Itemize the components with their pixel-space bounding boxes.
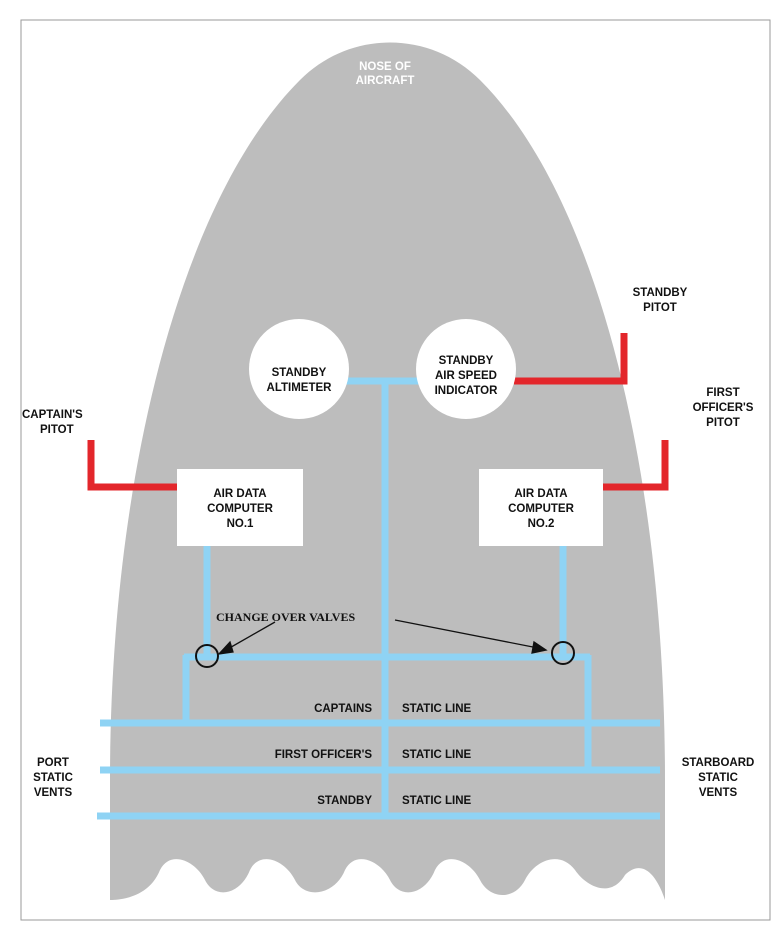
captain-pitot-label-2: PITOT (40, 424, 74, 436)
first-officer-static-label-2: STATIC LINE (402, 749, 472, 761)
starboard-vents-label-1: STARBOARD (682, 757, 755, 769)
captain-pitot-label-1: CAPTAIN'S (22, 409, 83, 421)
captain-pitot-line (87, 440, 177, 491)
changeover-valves-label: CHANGE OVER VALVES (216, 610, 355, 624)
nose-label-2: AIRCRAFT (356, 75, 415, 87)
captains-static-label-2: STATIC LINE (402, 703, 472, 715)
standby-static-label-1: STANDBY (317, 795, 372, 807)
nose-label-1: NOSE OF (359, 61, 411, 73)
valve-arrows (217, 619, 548, 655)
adc1-box[interactable] (177, 469, 303, 546)
standby-pitot-line (514, 333, 628, 385)
valve-arrowhead-right (531, 640, 548, 654)
standby-altimeter-dial[interactable] (249, 319, 349, 419)
standby-asi-label-2: AIR SPEED (435, 370, 497, 382)
first-officer-pitot-line (603, 440, 669, 491)
standby-asi-label-3: INDICATOR (435, 385, 499, 397)
port-vents-label-1: PORT (37, 757, 69, 769)
first-officer-pitot-label-3: PITOT (706, 417, 740, 429)
pitot-lines (87, 333, 669, 491)
standby-pitot-label-2: PITOT (643, 302, 677, 314)
first-officer-pitot-label-2: OFFICER'S (693, 402, 754, 414)
first-officer-pitot-label-1: FIRST (706, 387, 739, 399)
valve-arrow-right (394, 619, 539, 649)
changeover-valve-1[interactable] (195, 644, 219, 668)
standby-pitot-label-1: STANDBY (633, 287, 688, 299)
static-lines (97, 377, 660, 820)
starboard-vents-label-3: VENTS (699, 787, 738, 799)
standby-altimeter-label-1: STANDBY (272, 367, 327, 379)
port-vents-label-3: VENTS (34, 787, 73, 799)
adc2-label-2: COMPUTER (508, 503, 575, 515)
changeover-valve-2[interactable] (551, 641, 575, 665)
valve-arrow-left (225, 621, 276, 651)
adc1-label-2: COMPUTER (207, 503, 274, 515)
adc2-label-3: NO.2 (528, 518, 555, 530)
adc1-label-3: NO.1 (227, 518, 254, 530)
first-officer-static-label-1: FIRST OFFICER'S (275, 749, 373, 761)
valve-arrowhead-left (217, 640, 234, 655)
adc2-label-1: AIR DATA (514, 488, 567, 500)
adc2-box[interactable] (479, 469, 603, 546)
port-vents-label-2: STATIC (33, 772, 73, 784)
standby-static-label-2: STATIC LINE (402, 795, 472, 807)
starboard-vents-label-2: STATIC (698, 772, 738, 784)
standby-asi-label-1: STANDBY (439, 355, 494, 367)
standby-asi-dial[interactable] (416, 319, 516, 419)
captains-static-label-1: CAPTAINS (314, 703, 372, 715)
standby-altimeter-label-2: ALTIMETER (267, 382, 333, 394)
adc1-label-1: AIR DATA (213, 488, 266, 500)
